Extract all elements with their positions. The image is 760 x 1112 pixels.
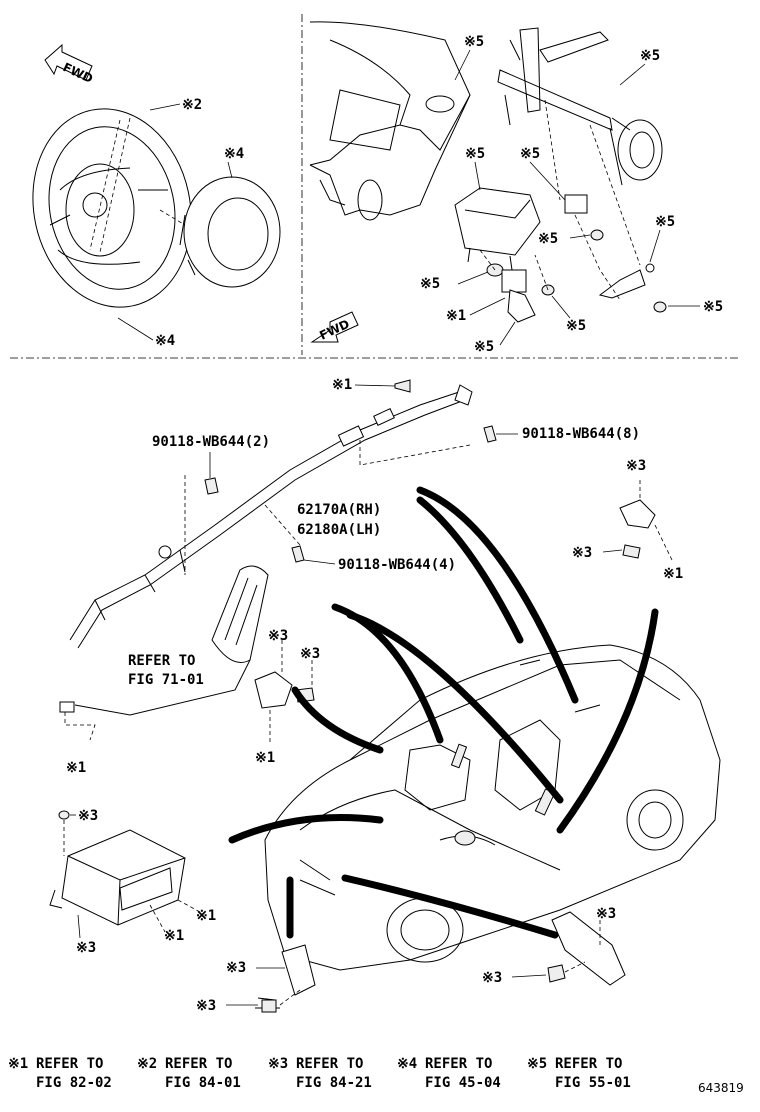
refer-note-line2: FIG 71-01 xyxy=(128,672,204,688)
callout-seat-1: ※1 xyxy=(66,760,86,776)
callout-wheel-2: ※2 xyxy=(182,97,202,113)
legend-mark-3: ※3 xyxy=(268,1056,288,1072)
side-sensor-right xyxy=(619,480,673,561)
part-bolt-4: 90118-WB644(4) xyxy=(338,557,456,573)
callout-nut-5a: ※5 xyxy=(538,231,558,247)
legend-item-4: ※4 REFER TO FIG 45-04 xyxy=(397,1056,501,1091)
legend-fig-4: FIG 45-04 xyxy=(425,1075,501,1091)
legend-item-1: ※1 REFER TO FIG 82-02 xyxy=(8,1056,112,1091)
callout-curtain-bolt-1: ※1 xyxy=(332,377,352,393)
steering-wheel xyxy=(32,108,192,308)
callout-rsensor-3: ※3 xyxy=(596,906,616,922)
callout-sensor-l-3: ※3 xyxy=(268,628,288,644)
legend-mark-2: ※2 xyxy=(137,1056,157,1072)
refer-note-line1: REFER TO xyxy=(128,653,195,669)
legend-refer-3: REFER TO xyxy=(296,1056,363,1072)
legend-mark-1: ※1 xyxy=(8,1056,28,1072)
legend-refer-1: REFER TO xyxy=(36,1056,103,1072)
steering-support-beam xyxy=(497,27,663,186)
callout-nut-5d: ※5 xyxy=(566,318,586,334)
legend-refer-4: REFER TO xyxy=(425,1056,492,1072)
legend-mark-4: ※4 xyxy=(397,1056,417,1072)
airbag-ecu xyxy=(49,810,201,933)
rear-sensor-bracket xyxy=(547,911,626,986)
callout-rsensor-bolt-3: ※3 xyxy=(482,970,502,986)
legend-fig-2: FIG 84-01 xyxy=(165,1075,241,1091)
callout-fsensor-bolt-3: ※3 xyxy=(196,998,216,1014)
callout-connector-1: ※1 xyxy=(446,308,466,324)
vehicle-body xyxy=(264,644,721,971)
location-leaders xyxy=(228,486,659,939)
callout-airbag-4: ※4 xyxy=(224,146,244,162)
legend: ※1 REFER TO FIG 82-02 ※2 REFER TO FIG 84… xyxy=(8,1056,631,1091)
curtain-airbag xyxy=(69,384,473,649)
part-bolt-8: 90118-WB644(8) xyxy=(522,426,640,442)
part-bolt-2: 90118-WB644(2) xyxy=(152,434,270,450)
refer-note: REFER TO FIG 71-01 xyxy=(128,653,204,688)
part-airbag-rh: 62170A(RH) xyxy=(297,502,381,518)
legend-item-5: ※5 REFER TO FIG 55-01 xyxy=(527,1056,631,1091)
callout-ecu-3: ※3 xyxy=(76,940,96,956)
legend-refer-2: REFER TO xyxy=(165,1056,232,1072)
callout-nut-5b: ※5 xyxy=(655,214,675,230)
callout-beam-5: ※5 xyxy=(640,48,660,64)
figure-id: 643819 xyxy=(698,1081,744,1095)
legend-fig-3: FIG 84-21 xyxy=(296,1075,372,1091)
passenger-airbag-module xyxy=(454,187,541,271)
callout-sensor-r-bolt-3: ※3 xyxy=(572,545,592,561)
steering-airbag xyxy=(159,176,281,288)
callout-bracket-5: ※5 xyxy=(520,146,540,162)
callout-sensor-l-1: ※1 xyxy=(255,750,275,766)
callout-sensor-r-3: ※3 xyxy=(626,458,646,474)
callout-ecu-1b: ※1 xyxy=(164,928,184,944)
part-airbag-lh: 62180A(LH) xyxy=(297,522,381,538)
legend-fig-1: FIG 82-02 xyxy=(36,1075,112,1091)
seat-side-airbag xyxy=(59,565,269,741)
legend-mark-5: ※5 xyxy=(527,1056,547,1072)
callout-nut-5c: ※5 xyxy=(420,276,440,292)
legend-item-2: ※2 REFER TO FIG 84-01 xyxy=(137,1056,241,1091)
airbag-bracket-and-nuts xyxy=(479,99,667,323)
callout-wheel-4: ※4 xyxy=(155,333,175,349)
fwd-arrow-topright: FWD xyxy=(310,311,359,343)
callout-dash-5: ※5 xyxy=(464,34,484,50)
callout-sensor-l-bolt-3: ※3 xyxy=(300,646,320,662)
curtain-airbag-bolts xyxy=(184,379,497,575)
callout-ecu-1a: ※1 xyxy=(196,908,216,924)
callout-nut-5e: ※5 xyxy=(703,299,723,315)
legend-item-3: ※3 REFER TO FIG 84-21 xyxy=(268,1056,372,1091)
legend-fig-5: FIG 55-01 xyxy=(555,1075,631,1091)
callout-ecu-nut-3: ※3 xyxy=(78,808,98,824)
callout-cover-5: ※5 xyxy=(474,339,494,355)
dashboard-panel xyxy=(309,21,471,221)
callout-module-5: ※5 xyxy=(465,146,485,162)
fwd-arrow-topleft: FWD xyxy=(44,43,95,86)
front-sensor-left xyxy=(255,944,316,1013)
callout-fsensor-3: ※3 xyxy=(226,960,246,976)
callout-sensor-r-1: ※1 xyxy=(663,566,683,582)
legend-refer-5: REFER TO xyxy=(555,1056,622,1072)
